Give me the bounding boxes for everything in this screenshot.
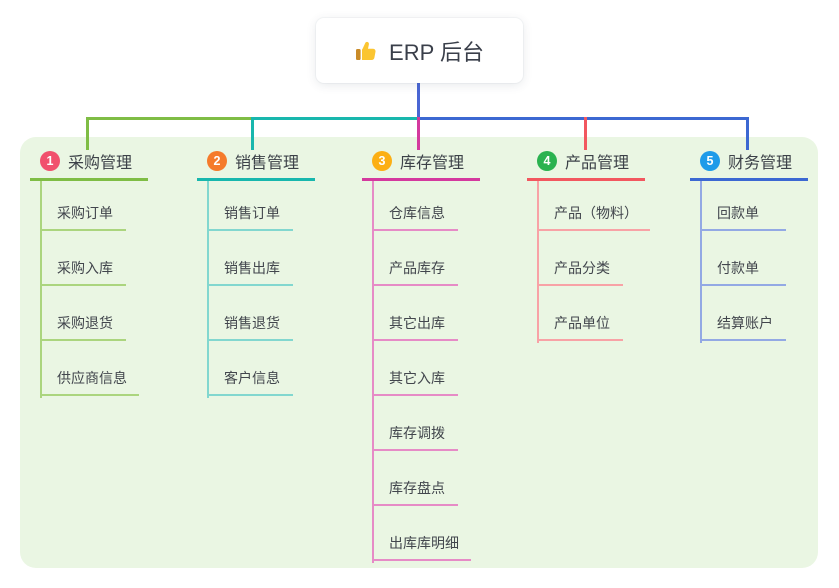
child-node-label: 其它入库 — [389, 370, 445, 386]
child-node[interactable]: 出库库明细 — [372, 506, 471, 561]
children-connector-line — [537, 181, 539, 343]
child-node[interactable]: 结算账户 — [700, 286, 786, 341]
children-connector-line — [40, 181, 42, 398]
branch-title-label: 销售管理 — [235, 154, 300, 172]
branch-children: 回款单付款单结算账户 — [700, 181, 808, 343]
branch-title[interactable]: 1 采购管理 — [30, 150, 148, 181]
branch-children: 销售订单销售出库销售退货客户信息 — [207, 181, 315, 398]
child-node[interactable]: 采购退货 — [40, 286, 126, 341]
branch-采购管理: 1 采购管理采购订单采购入库采购退货供应商信息 — [30, 150, 148, 398]
branch-children: 产品（物料） 产品分类产品单位 — [537, 181, 650, 343]
child-node[interactable]: 其它出库 — [372, 286, 458, 341]
child-node-label: 库存调拨 — [389, 425, 445, 441]
root-node[interactable]: ERP 后台 — [316, 18, 523, 83]
branch-drop-line — [417, 117, 420, 150]
branch-number-badge: 3 — [372, 150, 392, 171]
root-connector-line — [417, 83, 420, 120]
children-connector-line — [372, 181, 374, 563]
branch-产品管理: 4 产品管理产品（物料） 产品分类产品单位 — [527, 150, 650, 343]
branch-children: 仓库信息产品库存其它出库其它入库库存调拨库存盘点出库库明细 — [372, 181, 480, 563]
child-node[interactable]: 供应商信息 — [40, 341, 139, 396]
child-node-label: 产品（物料） — [554, 205, 638, 221]
child-node-label: 其它出库 — [389, 315, 445, 331]
child-node[interactable]: 仓库信息 — [372, 181, 458, 231]
child-node-label: 销售订单 — [224, 205, 280, 221]
branch-title[interactable]: 4 产品管理 — [527, 150, 645, 181]
branch-number-badge: 5 — [700, 150, 720, 171]
child-node[interactable]: 其它入库 — [372, 341, 458, 396]
bus-line-segment — [251, 117, 420, 120]
child-node-label: 出库库明细 — [389, 535, 459, 551]
child-node[interactable]: 回款单 — [700, 181, 786, 231]
thumbs-up-icon — [355, 39, 379, 63]
branch-number-badge: 1 — [40, 150, 60, 171]
child-node-label: 结算账户 — [717, 315, 773, 331]
branch-title[interactable]: 3 库存管理 — [362, 150, 480, 181]
child-node[interactable]: 采购订单 — [40, 181, 126, 231]
branch-children: 采购订单采购入库采购退货供应商信息 — [40, 181, 148, 398]
branch-title-label: 采购管理 — [68, 154, 133, 172]
children-connector-line — [207, 181, 209, 398]
child-node[interactable]: 采购入库 — [40, 231, 126, 286]
child-node-label: 仓库信息 — [389, 205, 445, 221]
child-node[interactable]: 销售退货 — [207, 286, 293, 341]
branch-number-badge: 2 — [207, 150, 227, 171]
branch-财务管理: 5 财务管理回款单付款单结算账户 — [690, 150, 808, 343]
bus-line-segment — [417, 117, 749, 120]
branch-title-label: 产品管理 — [565, 154, 630, 172]
child-node[interactable]: 产品单位 — [537, 286, 623, 341]
child-node-label: 销售出库 — [224, 260, 280, 276]
child-node-label: 付款单 — [717, 260, 759, 276]
child-node-label: 客户信息 — [224, 370, 280, 386]
branch-drop-line — [251, 117, 254, 150]
child-node[interactable]: 库存调拨 — [372, 396, 458, 451]
child-node-label: 库存盘点 — [389, 480, 445, 496]
child-node[interactable]: 产品分类 — [537, 231, 623, 286]
child-node-label: 采购入库 — [57, 260, 113, 276]
bus-line-segment — [86, 117, 253, 120]
child-node-label: 采购退货 — [57, 315, 113, 331]
child-node-label: 产品单位 — [554, 315, 610, 331]
child-node-label: 供应商信息 — [57, 370, 127, 386]
branch-title-label: 库存管理 — [400, 154, 465, 172]
branch-drop-line — [86, 117, 89, 150]
branch-title[interactable]: 5 财务管理 — [690, 150, 808, 181]
child-node-label: 采购订单 — [57, 205, 113, 221]
child-node-label: 销售退货 — [224, 315, 280, 331]
branch-title[interactable]: 2 销售管理 — [197, 150, 315, 181]
child-node-label: 产品库存 — [389, 260, 445, 276]
child-node[interactable]: 销售订单 — [207, 181, 293, 231]
child-node[interactable]: 产品（物料） — [537, 181, 650, 231]
root-label: ERP 后台 — [389, 39, 484, 65]
branch-销售管理: 2 销售管理销售订单销售出库销售退货客户信息 — [197, 150, 315, 398]
branch-number-badge: 4 — [537, 150, 557, 171]
child-node[interactable]: 产品库存 — [372, 231, 458, 286]
child-node[interactable]: 库存盘点 — [372, 451, 458, 506]
child-node[interactable]: 付款单 — [700, 231, 786, 286]
branches-panel — [20, 137, 818, 568]
branch-title-label: 财务管理 — [728, 154, 793, 172]
branch-drop-line — [746, 117, 749, 150]
children-connector-line — [700, 181, 702, 343]
child-node[interactable]: 客户信息 — [207, 341, 293, 396]
branch-库存管理: 3 库存管理仓库信息产品库存其它出库其它入库库存调拨库存盘点出库库明细 — [362, 150, 480, 563]
branch-drop-line — [584, 117, 587, 150]
child-node-label: 回款单 — [717, 205, 759, 221]
child-node-label: 产品分类 — [554, 260, 610, 276]
child-node[interactable]: 销售出库 — [207, 231, 293, 286]
